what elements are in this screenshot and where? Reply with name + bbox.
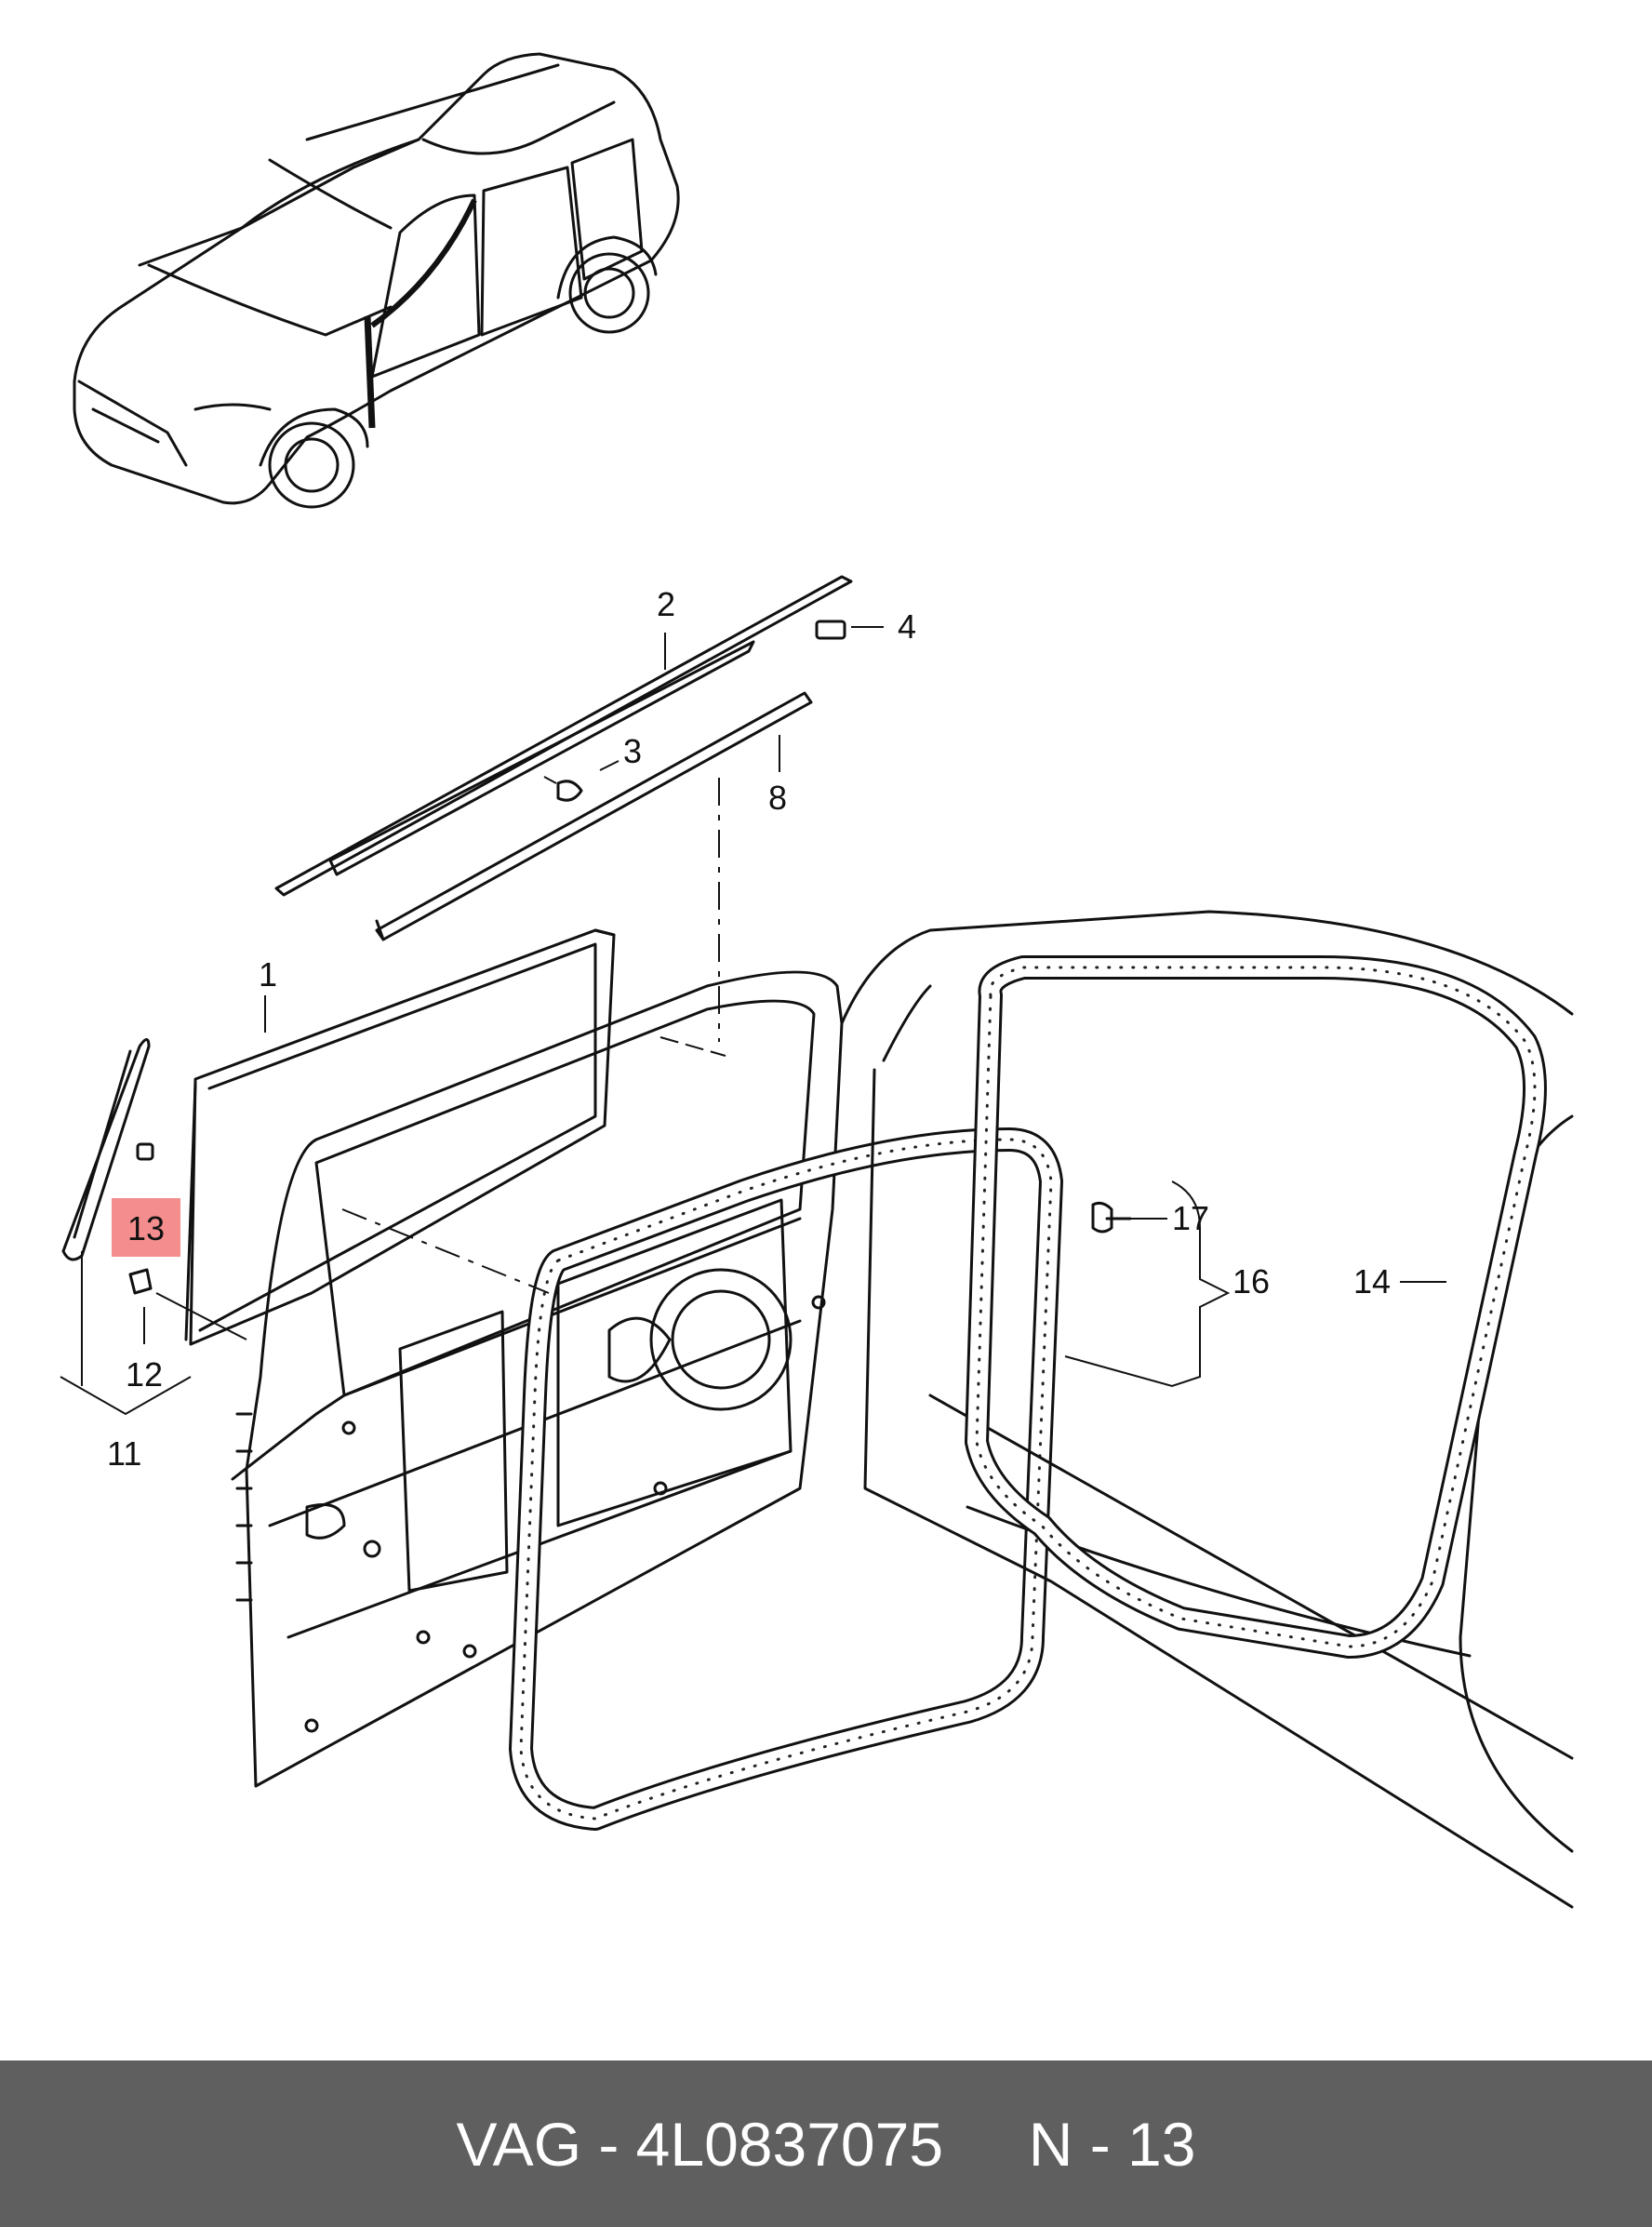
callout-3: 3 <box>623 732 642 770</box>
callout-4: 4 <box>898 607 916 646</box>
callout-17: 17 <box>1172 1199 1209 1237</box>
footer-bar: VAG - 4L0837075 N - 13 <box>0 2060 1652 2227</box>
callout-8: 8 <box>768 779 787 817</box>
leader-lines <box>60 626 1446 1416</box>
callout-labels: 1 2 3 4 8 11 12 13 14 16 17 <box>107 585 1391 1473</box>
callout-16: 16 <box>1232 1262 1270 1300</box>
parts-diagram: 1 2 3 4 8 11 12 13 14 16 17 <box>60 52 1574 1909</box>
door-shell <box>231 970 844 1788</box>
callout-12: 12 <box>126 1355 163 1394</box>
part-number-label: VAG - 4L0837075 N - 13 <box>456 2109 1196 2179</box>
callout-1: 1 <box>259 955 277 993</box>
callout-14: 14 <box>1353 1262 1391 1300</box>
door-seal <box>509 1127 1063 1831</box>
callout-13: 13 <box>127 1209 165 1247</box>
vehicle-overview <box>73 52 680 509</box>
callout-11: 11 <box>107 1434 141 1473</box>
callout-2: 2 <box>657 585 675 623</box>
body-opening <box>840 910 1574 1909</box>
callout-13-highlight <box>112 1198 180 1257</box>
window-trim-parts <box>274 575 853 941</box>
